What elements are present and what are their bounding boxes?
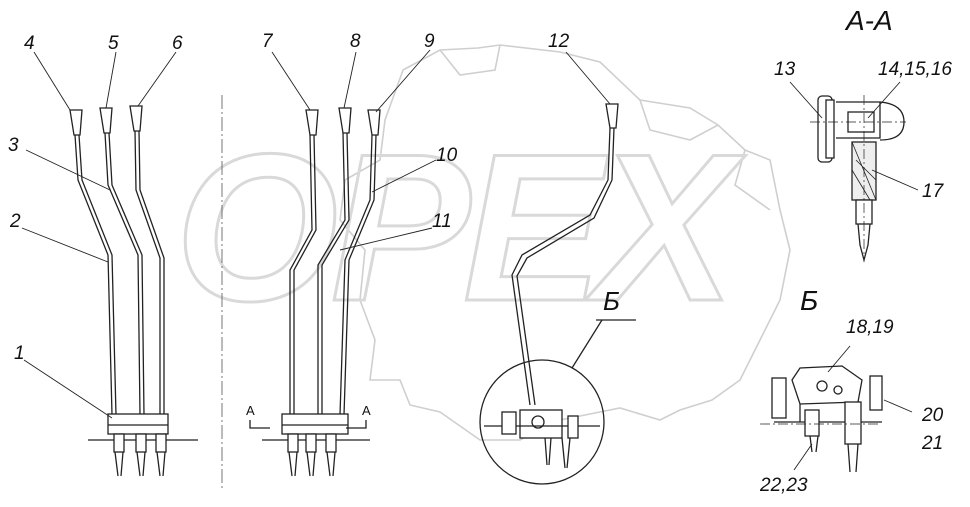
view-b-title: Б <box>800 285 818 316</box>
callout-b: Б <box>603 286 620 316</box>
label-2: 2 <box>10 211 21 232</box>
label-17: 17 <box>922 181 944 202</box>
leader-lines <box>21 49 919 471</box>
label-20: 20 <box>922 405 944 426</box>
label-10: 10 <box>436 145 458 166</box>
label-8: 8 <box>350 31 361 52</box>
label-21: 21 <box>922 433 944 454</box>
label-6: 6 <box>172 33 183 54</box>
label-11: 11 <box>432 211 452 232</box>
watermark-gear <box>339 44 791 441</box>
label-13: 13 <box>774 59 796 80</box>
label-5: 5 <box>108 33 119 54</box>
label-18-19: 18,19 <box>846 317 894 338</box>
detail-circle-b <box>479 359 605 485</box>
section-mark-right: А <box>362 403 371 418</box>
label-4: 4 <box>24 33 35 54</box>
label-3: 3 <box>8 135 19 156</box>
label-9: 9 <box>424 31 435 52</box>
section-aa-detail <box>810 95 906 263</box>
label-22-23: 22,23 <box>760 475 808 496</box>
single-lever-assembly <box>479 103 636 485</box>
view-b-detail <box>760 365 883 473</box>
label-7: 7 <box>262 31 273 52</box>
label-12: 12 <box>548 31 570 52</box>
middle-lever-assembly <box>249 107 381 477</box>
label-1: 1 <box>14 343 25 364</box>
view-aa-title: А-А <box>844 5 893 36</box>
watermark-text: OPEX <box>175 110 746 345</box>
label-14-15-16: 14,15,16 <box>878 59 952 80</box>
section-mark-left: А <box>246 403 255 418</box>
